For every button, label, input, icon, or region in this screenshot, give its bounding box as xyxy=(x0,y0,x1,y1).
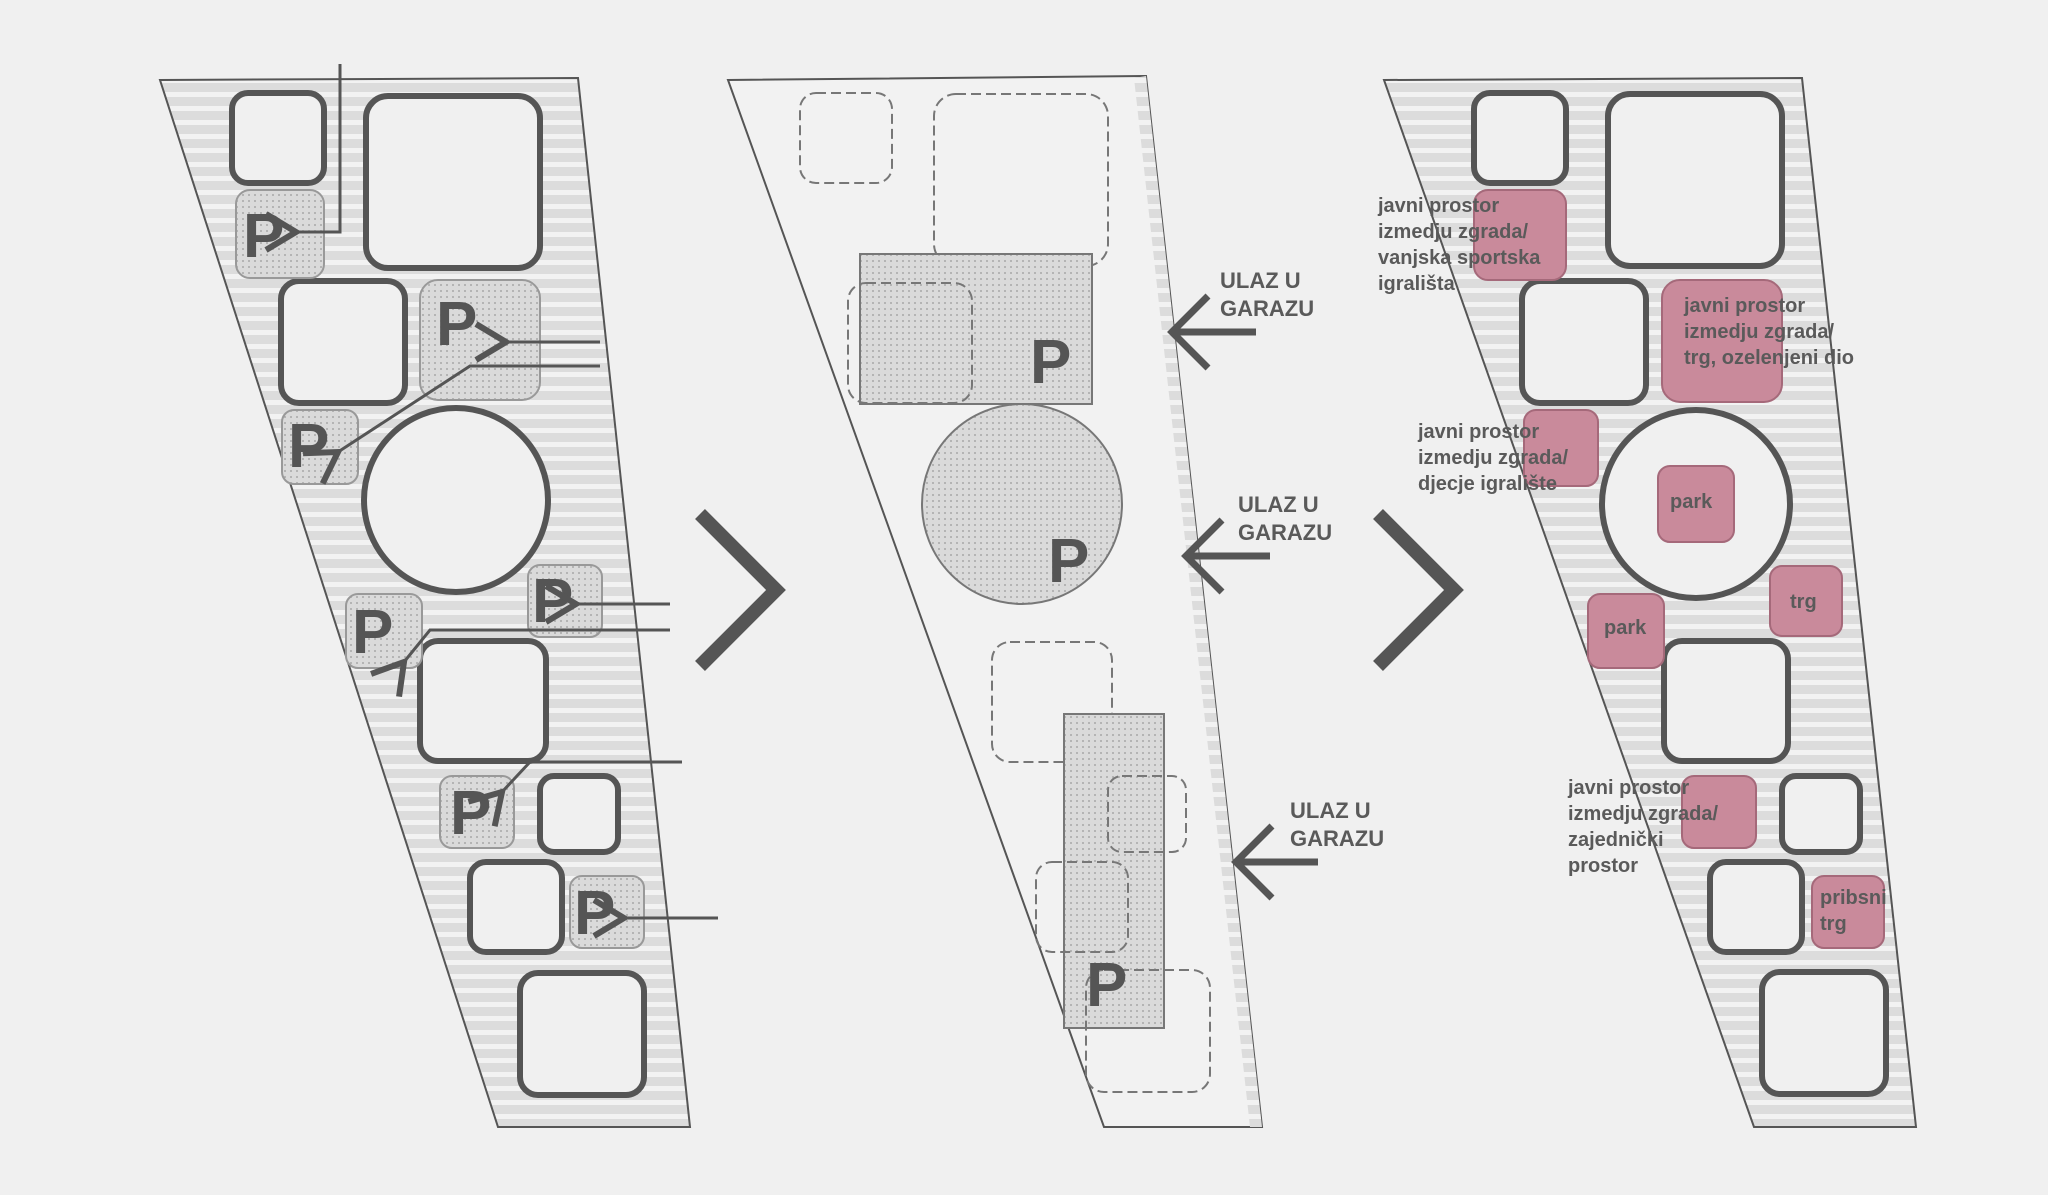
svg-text:GARAZU: GARAZU xyxy=(1290,826,1384,851)
svg-text:izmedju zgrada/: izmedju zgrada/ xyxy=(1418,447,1568,469)
svg-text:djecje igralište: djecje igralište xyxy=(1418,473,1557,495)
svg-text:javni prostor: javni prostor xyxy=(1683,295,1805,317)
building-outline-dashed xyxy=(1035,861,1129,953)
building-block xyxy=(1605,91,1785,269)
public-space xyxy=(1811,875,1885,949)
arrow-left-icon xyxy=(1231,823,1318,901)
garage-entrance: ULAZ U GARAZU xyxy=(1167,268,1314,371)
round-building xyxy=(361,405,551,595)
access-lines xyxy=(264,64,718,939)
label-park-left: park xyxy=(1604,617,1647,639)
plot-edge-strip xyxy=(1134,76,1262,1127)
parking-spot: P xyxy=(235,189,325,279)
parking-spot: P xyxy=(527,564,603,638)
label-trg: trg xyxy=(1790,591,1817,613)
public-space xyxy=(1587,593,1665,669)
public-space xyxy=(1473,189,1567,281)
chevron-right-icon xyxy=(695,509,786,671)
building-block xyxy=(229,90,327,186)
svg-text:izmedju zgrada/: izmedju zgrada/ xyxy=(1568,803,1718,825)
building-block xyxy=(537,773,621,855)
panel-parking-concentrated: P P P ULAZ U GARAZU ULAZ U GARAZU U xyxy=(726,74,1384,1128)
arrow-left-icon xyxy=(1167,293,1256,371)
garage-entrance: ULAZ U GARAZU xyxy=(1181,492,1332,595)
svg-text:izmedju zgrada/: izmedju zgrada/ xyxy=(1684,321,1834,343)
label-common-space: javni prostor izmedju zgrada/ zajednički… xyxy=(1567,777,1718,877)
svg-text:javni prostor: javni prostor xyxy=(1567,777,1689,799)
label-pribsni-trg: pribsni trg xyxy=(1820,887,1887,935)
svg-text:zajednički: zajednički xyxy=(1568,829,1664,851)
building-block xyxy=(1779,773,1863,855)
building-block xyxy=(1661,638,1791,764)
arrow-left-icon xyxy=(1181,517,1270,595)
svg-text:igrališta: igrališta xyxy=(1378,273,1456,295)
chevron-right-icon xyxy=(1373,509,1464,671)
building-block xyxy=(1519,278,1649,406)
label-kids-playground: javni prostor izmedju zgrada/ djecje igr… xyxy=(1417,421,1568,495)
parking-symbol: P xyxy=(1030,328,1071,397)
svg-text:trg, ozelenjeni dio: trg, ozelenjeni dio xyxy=(1684,347,1854,369)
svg-text:izmedju zgrada/: izmedju zgrada/ xyxy=(1378,221,1528,243)
building-block xyxy=(467,859,565,955)
public-space xyxy=(1661,279,1783,403)
building-outline-dashed xyxy=(847,282,973,404)
svg-text:P: P xyxy=(574,879,615,948)
svg-text:P: P xyxy=(532,567,573,636)
svg-text:GARAZU: GARAZU xyxy=(1220,296,1314,321)
svg-text:P: P xyxy=(436,290,477,359)
garage-round xyxy=(921,403,1123,605)
parking-spot: P xyxy=(439,775,515,849)
parking-spot: P xyxy=(569,875,645,949)
svg-text:trg: trg xyxy=(1820,913,1847,935)
label-green-square: javni prostor izmedju zgrada/ trg, ozele… xyxy=(1683,295,1854,369)
label-sport-space: javni prostor izmedju zgrada/ vanjska sp… xyxy=(1377,195,1541,295)
panel-parking-scattered: P P P P P P P xyxy=(158,64,718,1128)
building-block xyxy=(517,970,647,1098)
building-block xyxy=(278,278,408,406)
building-outline-dashed xyxy=(799,92,893,184)
public-space xyxy=(1657,465,1735,543)
building-block xyxy=(1471,90,1569,186)
building-outline-dashed xyxy=(1085,969,1211,1093)
svg-text:P: P xyxy=(352,598,393,667)
label-park-center: park xyxy=(1670,491,1713,513)
svg-text:ULAZ U: ULAZ U xyxy=(1220,268,1301,293)
svg-text:GARAZU: GARAZU xyxy=(1238,520,1332,545)
public-space xyxy=(1681,775,1757,849)
building-block xyxy=(1759,969,1889,1097)
building-block xyxy=(417,638,549,764)
building-block xyxy=(363,93,543,271)
svg-text:ULAZ U: ULAZ U xyxy=(1238,492,1319,517)
garage-entrance: ULAZ U GARAZU xyxy=(1231,798,1384,901)
garage-block xyxy=(859,253,1093,405)
parking-spot: P xyxy=(345,593,423,669)
svg-text:P: P xyxy=(450,779,491,848)
svg-text:P: P xyxy=(243,202,284,271)
svg-text:pribsni: pribsni xyxy=(1820,887,1887,909)
building-block xyxy=(1707,859,1805,955)
garage-block xyxy=(1063,713,1165,1029)
svg-text:prostor: prostor xyxy=(1568,855,1638,877)
building-outline-dashed xyxy=(1107,775,1187,853)
parking-spot: P xyxy=(419,279,541,401)
svg-text:P: P xyxy=(288,412,329,481)
public-space xyxy=(1523,409,1599,487)
panel-public-spaces: javni prostor izmedju zgrada/ vanjska sp… xyxy=(1377,76,1918,1128)
building-outline-dashed xyxy=(991,641,1113,763)
svg-text:javni prostor: javni prostor xyxy=(1417,421,1539,443)
svg-text:ULAZ U: ULAZ U xyxy=(1290,798,1371,823)
svg-text:vanjska sportska: vanjska sportska xyxy=(1378,247,1541,269)
svg-text:javni prostor: javni prostor xyxy=(1377,195,1499,217)
public-space xyxy=(1769,565,1843,637)
parking-symbol: P xyxy=(1048,527,1089,596)
parking-symbol: P xyxy=(1086,951,1127,1020)
